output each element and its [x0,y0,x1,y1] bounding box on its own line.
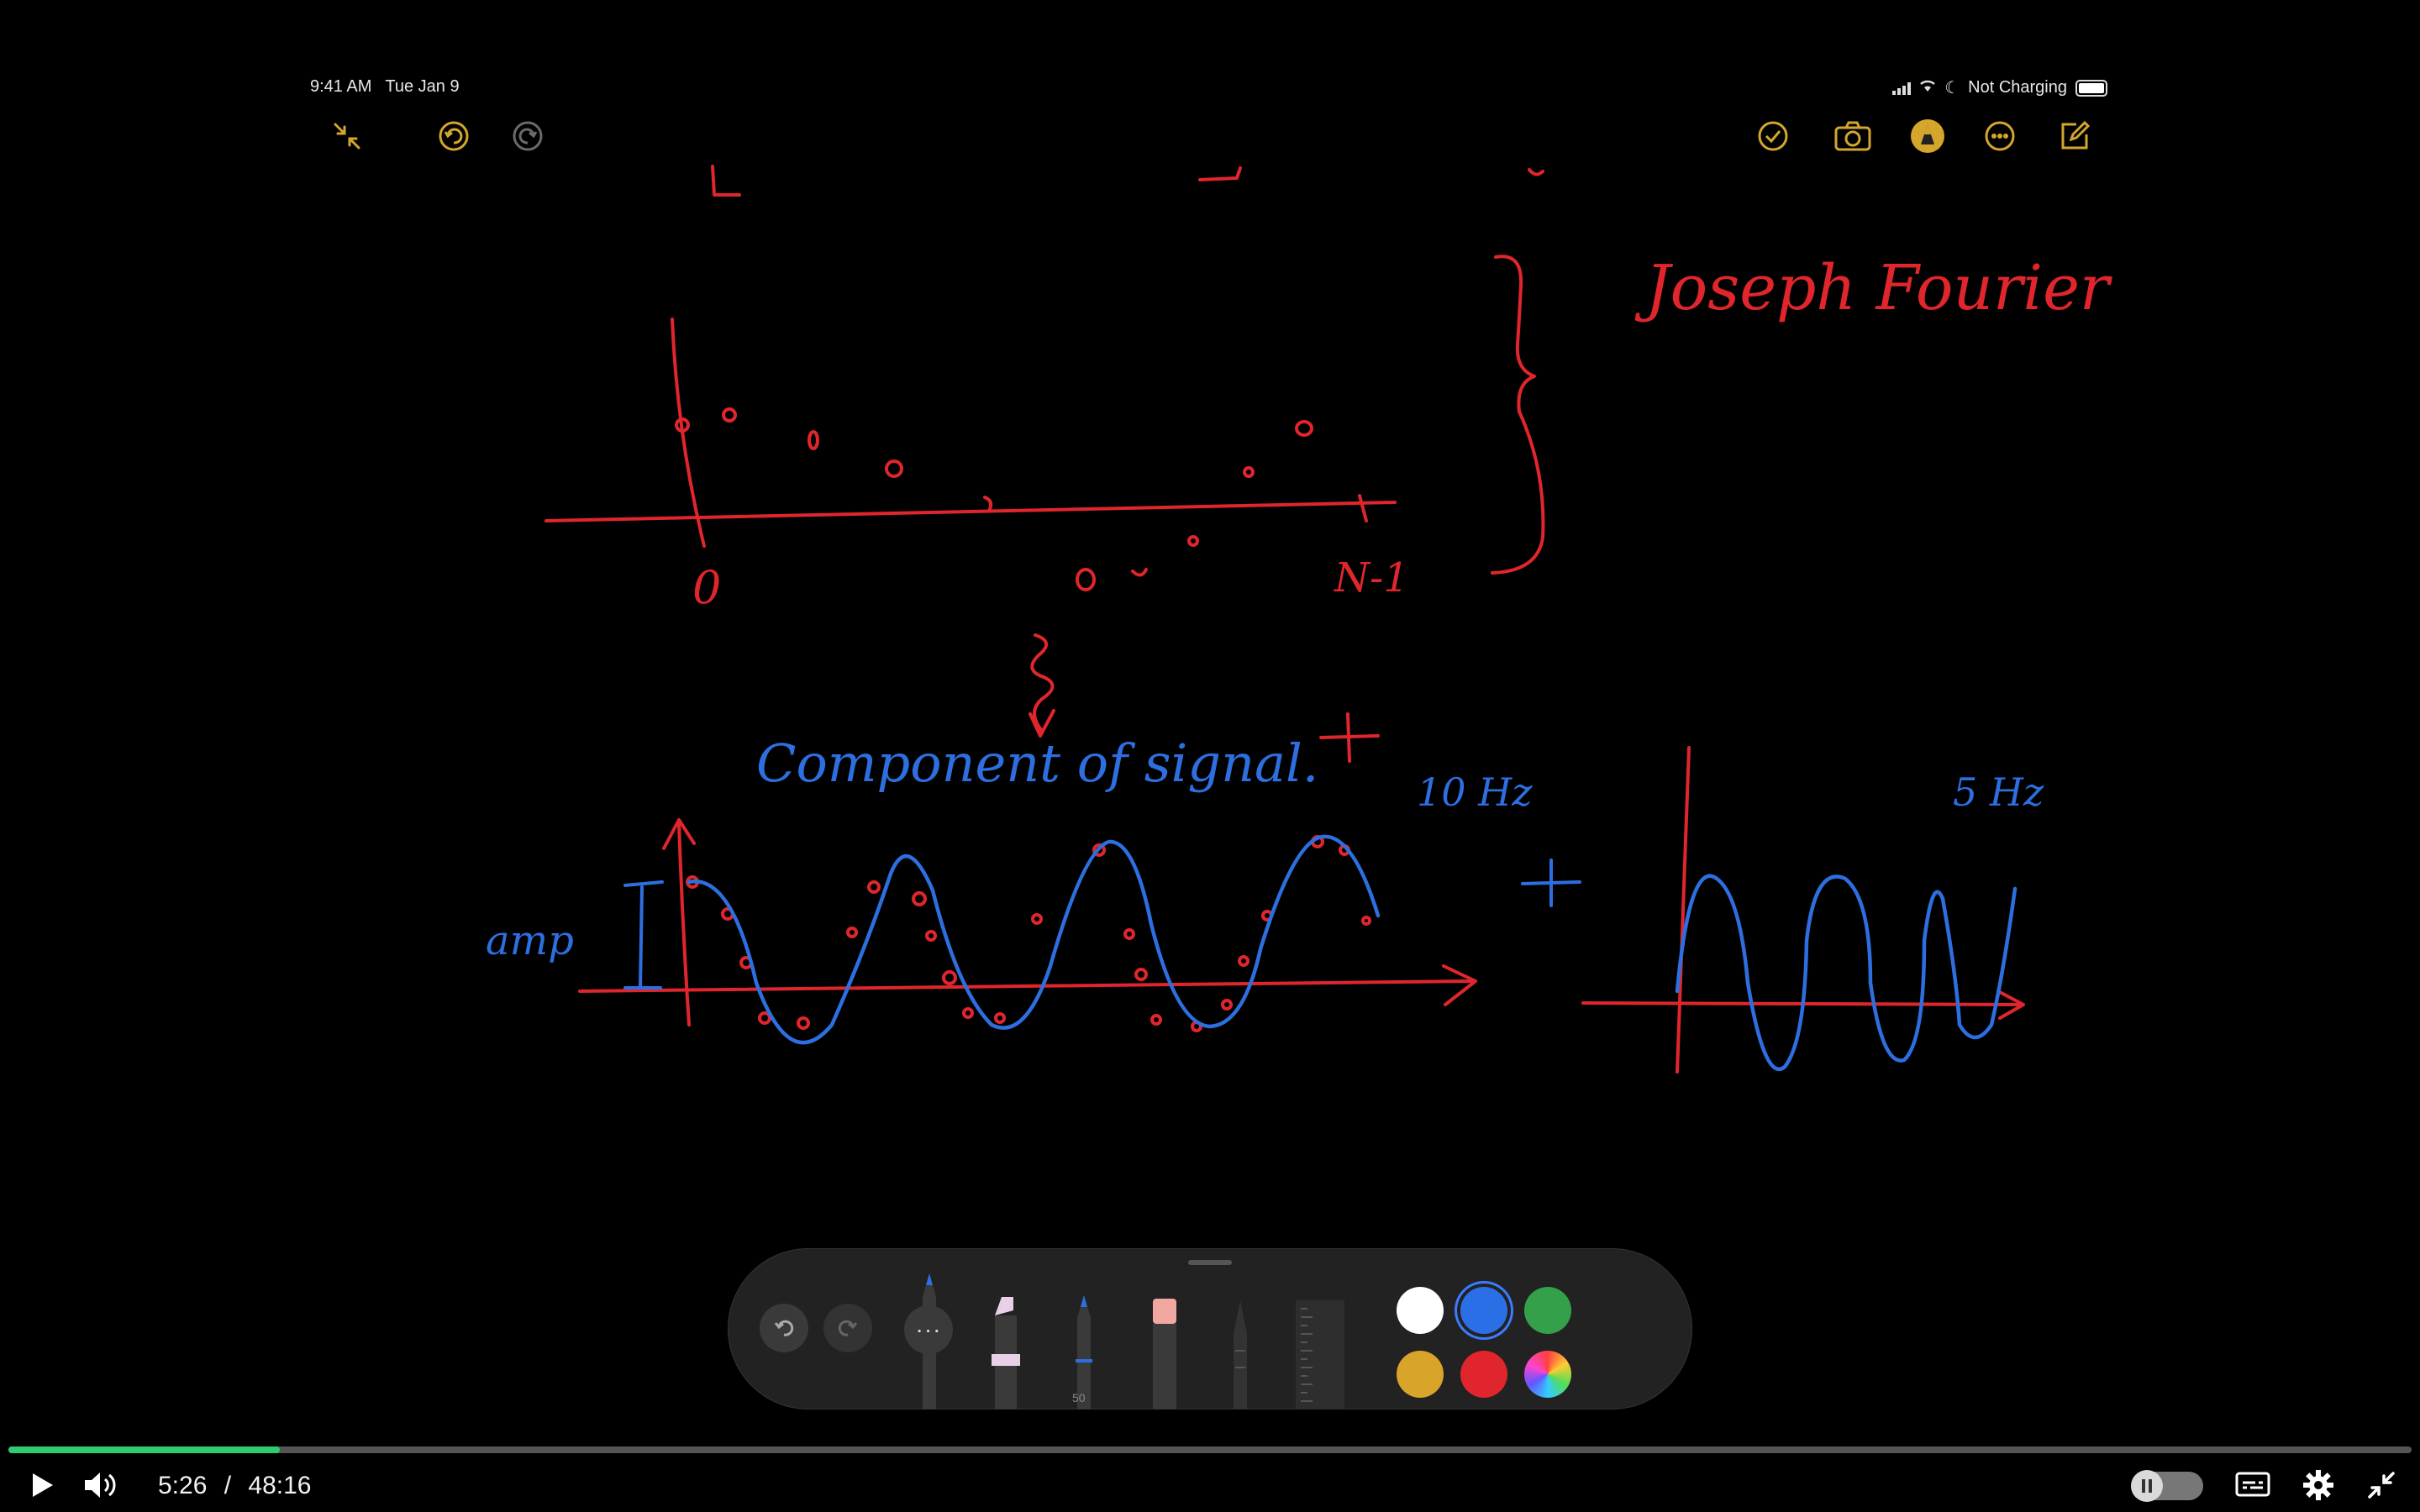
palette-drag-handle[interactable] [1188,1260,1232,1265]
wifi-icon [1919,78,1936,97]
status-bar-right: ☾ Not Charging [1892,77,2107,98]
marker-tool[interactable] [990,1297,1023,1410]
color-swatch-green[interactable] [1524,1287,1571,1334]
plus-sign-top [1319,712,1380,763]
palette-more-button[interactable]: ··· [904,1305,953,1354]
color-swatch-yellow[interactable] [1397,1351,1444,1398]
pause-icon [2131,1470,2163,1502]
amplitude-marker [623,880,664,990]
time-separator: / [224,1472,232,1499]
wave-10hz [687,834,1381,1045]
wave-axes [578,818,1477,1026]
autoplay-toggle[interactable] [2131,1470,2203,1502]
time-display: 5:26 / 48:16 [158,1472,312,1500]
sample-axes [544,318,1397,548]
play-icon[interactable] [24,1467,60,1504]
ruler-tool[interactable] [1296,1300,1344,1410]
top-remnant-strokes [711,165,1544,197]
compose-icon[interactable] [2056,118,2093,155]
pencil-tool[interactable] [1069,1295,1099,1410]
color-swatch-red[interactable] [1460,1351,1507,1398]
palette-undo-button[interactable] [760,1304,808,1352]
color-picker-multicolor[interactable] [1524,1351,1571,1398]
down-arrow [1028,633,1055,738]
palette-redo-button[interactable] [823,1304,872,1352]
redo-icon[interactable] [509,118,546,155]
component-of-signal-label: Component of signal. [756,732,1319,794]
curly-brace [1491,255,1545,575]
current-time: 5:26 [158,1472,208,1499]
volume-icon[interactable] [81,1467,123,1504]
color-swatch-blue[interactable] [1460,1287,1507,1334]
exit-fullscreen-icon[interactable] [2363,1467,2400,1504]
duration: 48:16 [248,1472,312,1499]
captions-icon[interactable] [2232,1467,2274,1504]
moon-icon: ☾ [1944,79,1960,97]
camera-icon[interactable] [1832,118,1874,155]
color-swatch-white[interactable] [1397,1287,1444,1334]
frequency-10hz-label: 10 Hz [1417,769,1533,815]
status-bar-left: 9:41 AM Tue Jan 9 [310,77,460,97]
sample-points [675,407,1313,591]
plus-sign-blue [1521,858,1581,907]
frequency-5hz-label: 5 Hz [1953,769,2044,815]
origin-label: 0 [692,561,722,614]
collapse-icon[interactable] [329,118,366,155]
pencil-width-label: 50 [1072,1391,1086,1404]
title-joseph-fourier: Joseph Fourier [1645,252,2110,324]
video-controls: 5:26 / 48:16 [0,1460,2420,1512]
markup-icon[interactable] [1909,118,1946,155]
lasso-tool[interactable] [1225,1300,1255,1410]
amplitude-label: amp [486,917,574,964]
eraser-tool[interactable] [1150,1299,1180,1410]
tool-palette[interactable]: 50 [728,1248,1692,1410]
more-icon[interactable] [1981,118,2018,155]
undo-icon[interactable] [435,118,472,155]
battery-icon [2075,79,2107,97]
status-date: Tue Jan 9 [385,77,460,96]
end-index-label: N-1 [1334,554,1409,601]
video-progress-bar[interactable] [8,1446,2412,1453]
wave-5hz [1675,874,2018,1072]
settings-gear-icon[interactable] [2299,1467,2338,1504]
cellular-signal-icon [1892,81,1912,95]
status-time: 9:41 AM [310,77,372,96]
battery-status-text: Not Charging [1968,78,2067,97]
checklist-icon[interactable] [1754,118,1791,155]
video-progress-fill [8,1446,281,1453]
